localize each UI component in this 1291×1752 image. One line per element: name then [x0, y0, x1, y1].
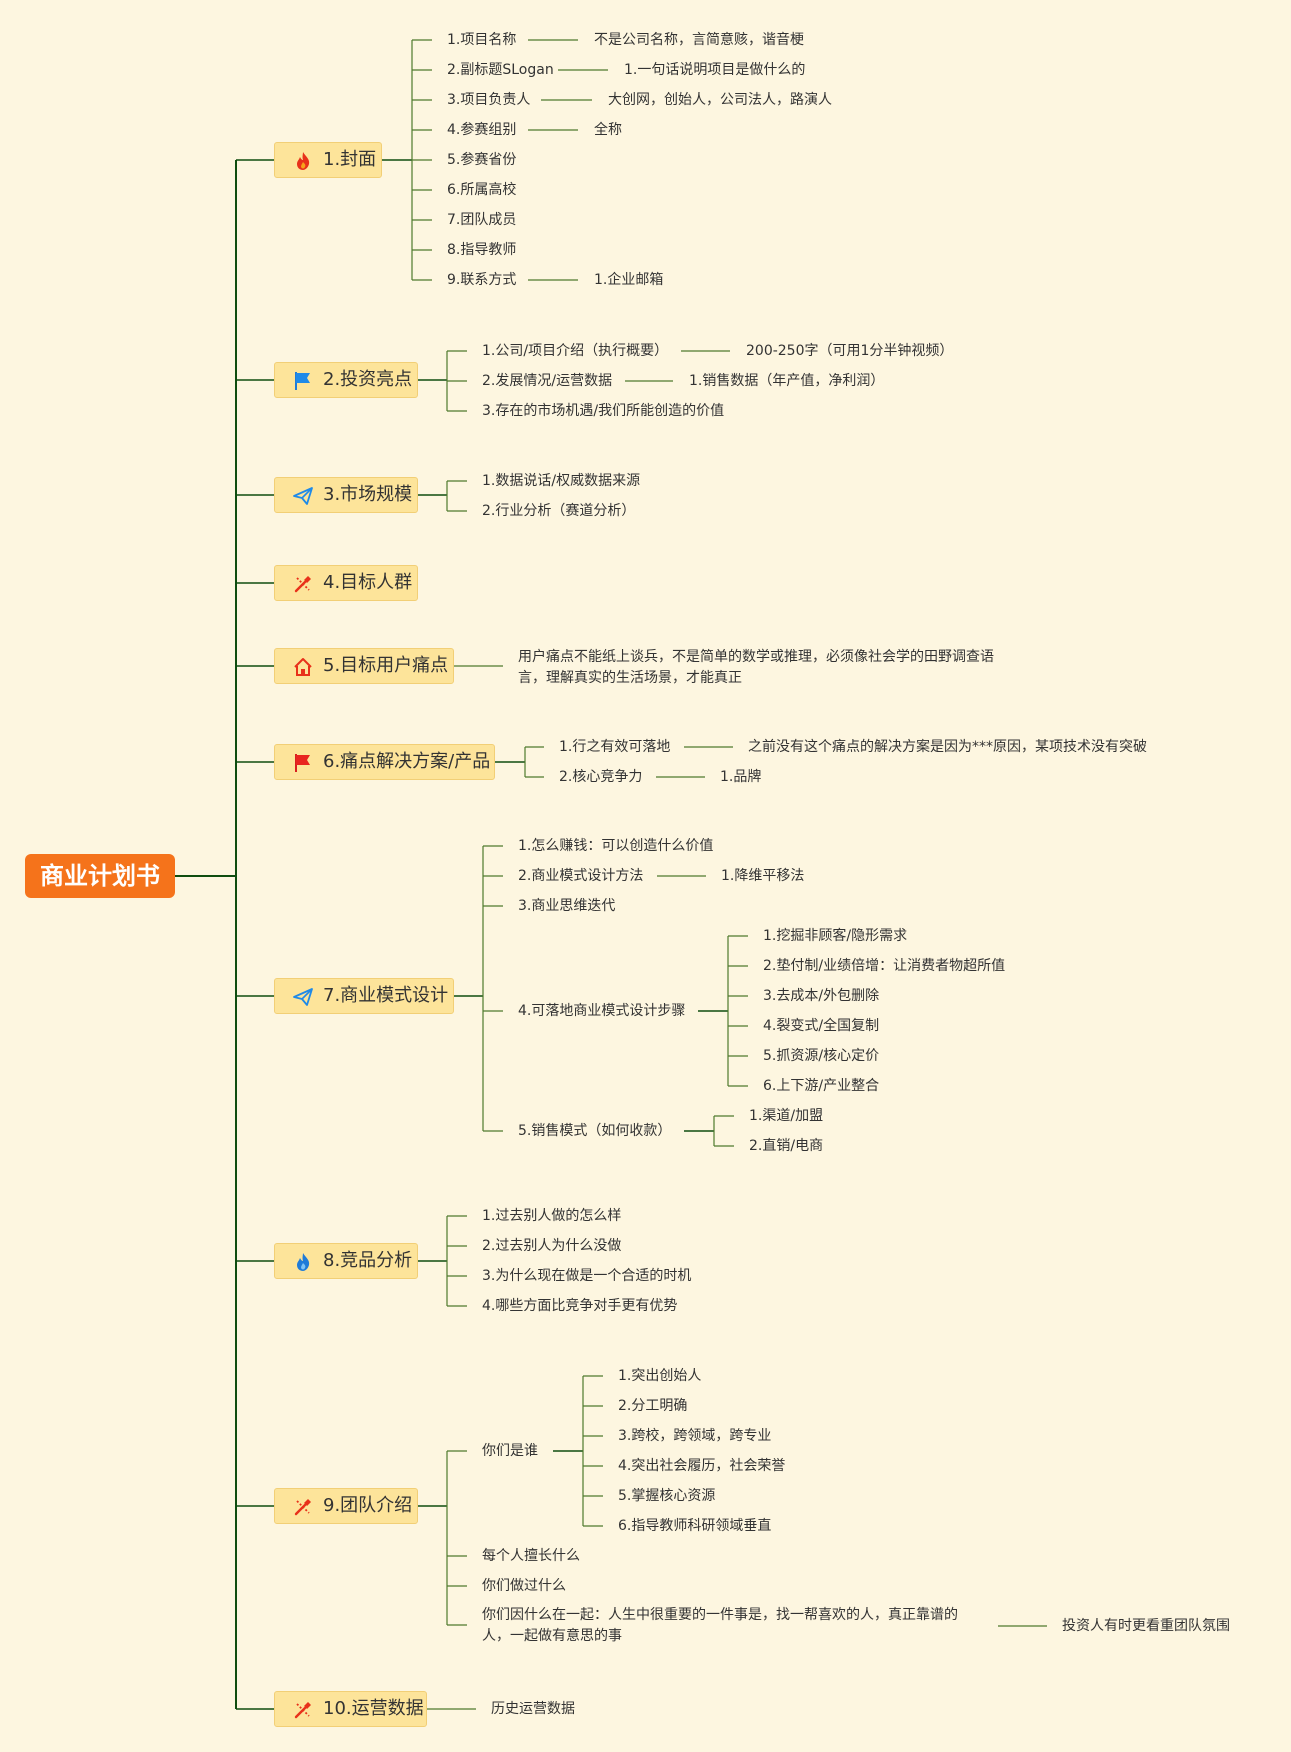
list-item: 4.裂变式/全国复制: [763, 1018, 880, 1034]
note-text: 1.一句话说明项目是做什么的: [624, 62, 806, 78]
list-item: 1.怎么赚钱：可以创造什么价值: [518, 838, 714, 854]
list-item: 2.商业模式设计方法: [518, 868, 644, 884]
list-item: 2.垫付制/业绩倍增：让消费者物超所值: [763, 958, 1006, 974]
list-item: 3.项目负责人: [447, 92, 531, 108]
list-item: 1.挖掘非顾客/隐形需求: [763, 928, 908, 944]
list-item: 2.过去别人为什么没做: [482, 1238, 622, 1254]
list-item: 你们是谁: [482, 1443, 538, 1459]
list-item: 2.核心竞争力: [559, 769, 643, 785]
list-item: 2.副标题SLogan: [447, 62, 554, 78]
note-text: 大创网，创始人，公司法人，路演人: [608, 92, 832, 108]
list-item: 3.商业思维迭代: [518, 898, 616, 914]
note-text: 投资人有时更看重团队氛围: [1062, 1618, 1230, 1634]
topic-label: 1.封面: [323, 149, 377, 170]
root-node[interactable]: 商业计划书: [25, 854, 175, 898]
topic-label: 9.团队介绍: [323, 1495, 413, 1516]
topic-cover[interactable]: 1.封面: [274, 142, 382, 178]
list-item: 5.参赛省份: [447, 152, 517, 168]
list-item: 2.直销/电商: [749, 1138, 824, 1154]
list-item: 2.分工明确: [618, 1398, 688, 1414]
list-item: 4.突出社会履历，社会荣誉: [618, 1458, 786, 1474]
list-item: 5.销售模式（如何收款）: [518, 1123, 672, 1139]
list-item: 每个人擅长什么: [482, 1548, 580, 1564]
red-flag-icon: [295, 754, 310, 772]
list-item: 9.联系方式: [447, 272, 517, 288]
topic-solution-product[interactable]: 6.痛点解决方案/产品: [274, 744, 495, 780]
note-text: 不是公司名称，言简意赅，谐音梗: [594, 32, 804, 48]
list-item: 6.指导教师科研领域垂直: [618, 1518, 772, 1534]
list-item: 8.指导教师: [447, 242, 517, 258]
note-text: 全称: [594, 122, 622, 138]
note-text: 历史运营数据: [491, 1701, 575, 1717]
list-item: 3.为什么现在做是一个合适的时机: [482, 1268, 692, 1284]
list-item: 5.抓资源/核心定价: [763, 1048, 880, 1064]
list-item: 2.行业分析（赛道分析）: [482, 503, 636, 519]
topic-competitor-analysis[interactable]: 8.竞品分析: [274, 1243, 418, 1279]
paper-plane-icon: [293, 988, 313, 1006]
list-item: 3.跨校，跨领域，跨专业: [618, 1428, 772, 1444]
list-item: 2.发展情况/运营数据: [482, 373, 613, 389]
topic-investment-highlights[interactable]: 2.投资亮点: [274, 362, 418, 398]
topic-label: 7.商业模式设计: [323, 985, 449, 1006]
list-item: 4.可落地商业模式设计步骤: [518, 1003, 686, 1019]
note-text: 之前没有这个痛点的解决方案是因为***原因，某项技术没有突破: [748, 739, 1147, 755]
note-text: 用户痛点不能纸上谈兵，不是简单的数学或推理，必须像社会学的田野调查语言，理解真实…: [518, 649, 994, 686]
house-icon: [294, 658, 312, 676]
topic-label: 10.运营数据: [323, 1698, 424, 1719]
list-item: 4.哪些方面比竞争对手更有优势: [482, 1298, 678, 1314]
list-item: 3.去成本/外包删除: [763, 988, 880, 1004]
topic-label: 5.目标用户痛点: [323, 655, 449, 676]
tools-icon: [294, 576, 311, 593]
list-item: 你们做过什么: [482, 1578, 566, 1594]
topic-user-pain-points[interactable]: 5.目标用户痛点: [274, 648, 454, 684]
list-item: 7.团队成员: [447, 212, 517, 228]
list-item: 1.公司/项目介绍（执行概要）: [482, 343, 669, 359]
topic-target-audience[interactable]: 4.目标人群: [274, 565, 418, 601]
list-item: 4.参赛组别: [447, 122, 517, 138]
list-item: 6.上下游/产业整合: [763, 1078, 880, 1094]
fire-icon: [297, 152, 310, 170]
list-item: 6.所属高校: [447, 182, 517, 198]
list-item: 3.存在的市场机遇/我们所能创造的价值: [482, 403, 725, 419]
topic-label: 6.痛点解决方案/产品: [323, 751, 491, 772]
list-item: 1.行之有效可落地: [559, 739, 671, 755]
topic-label: 2.投资亮点: [323, 369, 413, 390]
topic-market-size[interactable]: 3.市场规模: [274, 477, 418, 513]
paper-plane-icon: [293, 487, 313, 505]
topic-label: 8.竞品分析: [323, 1250, 413, 1271]
blue-fire-icon: [297, 1253, 310, 1271]
note-text: 1.降维平移法: [721, 868, 805, 884]
topic-team-intro[interactable]: 9.团队介绍: [274, 1488, 418, 1524]
topic-operating-data[interactable]: 10.运营数据: [274, 1691, 427, 1727]
list-item: 5.掌握核心资源: [618, 1488, 716, 1504]
tools-icon: [294, 1702, 311, 1719]
note-text: 1.销售数据（年产值，净利润）: [689, 373, 885, 389]
list-item: 你们因什么在一起：人生中很重要的一件事是，找一帮喜欢的人，真正靠谱的人，一起做有…: [482, 1607, 958, 1644]
note-text: 1.品牌: [720, 769, 762, 785]
list-item: 1.渠道/加盟: [749, 1108, 824, 1124]
list-item: 1.数据说话/权威数据来源: [482, 473, 641, 489]
topic-label: 3.市场规模: [323, 484, 413, 505]
note-text: 1.企业邮箱: [594, 272, 664, 288]
topic-label: 4.目标人群: [323, 572, 413, 593]
note-text: 200-250字（可用1分半钟视频）: [746, 343, 954, 359]
list-item: 1.项目名称: [447, 32, 517, 48]
tools-icon: [294, 1499, 311, 1516]
topic-business-model[interactable]: 7.商业模式设计: [274, 978, 454, 1014]
blue-flag-icon: [295, 372, 310, 390]
list-item: 1.过去别人做的怎么样: [482, 1208, 622, 1224]
list-item: 1.突出创始人: [618, 1368, 702, 1384]
